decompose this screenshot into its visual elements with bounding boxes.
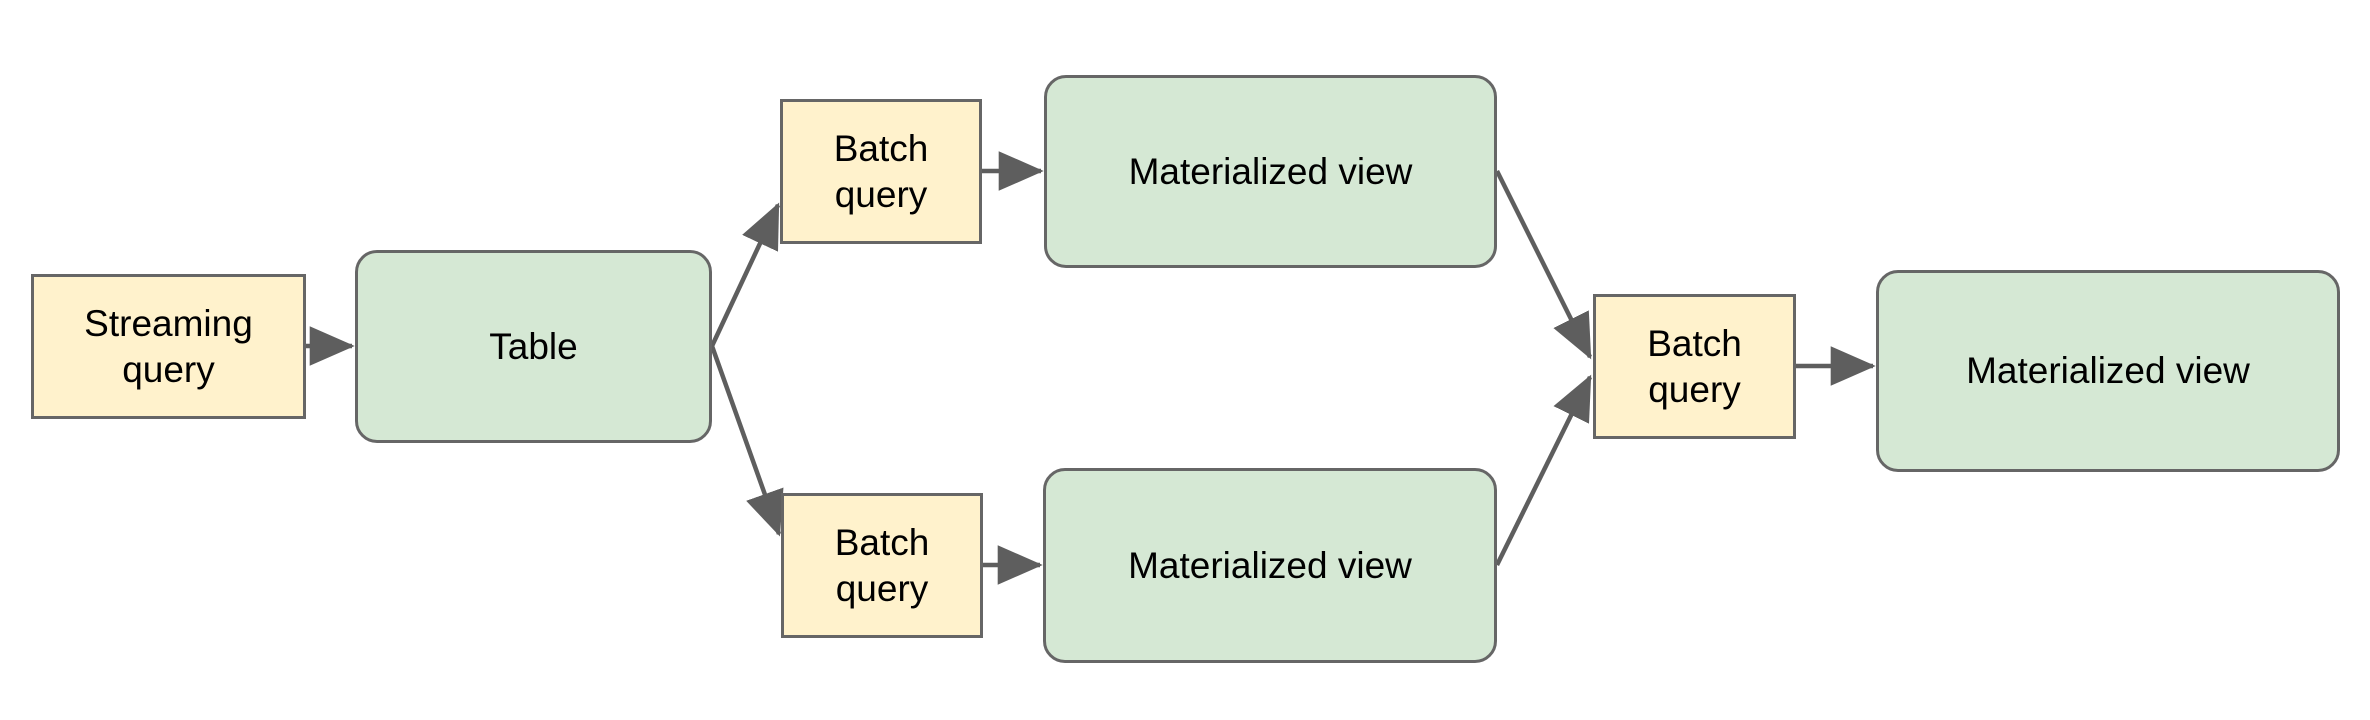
node-materialized-view-bottom[interactable]: Materialized view — [1043, 468, 1497, 663]
edge-mv-bottom-to-join — [1494, 374, 1593, 566]
node-table-label: Table — [489, 325, 578, 367]
node-materialized-view-final[interactable]: Materialized view — [1876, 270, 2340, 472]
edge-table-to-batch-bottom — [709, 345, 784, 537]
node-streaming-query-label: Streaming query — [84, 302, 253, 390]
node-batch-query-top-label: Batch query — [833, 127, 929, 215]
node-batch-query-top[interactable]: Batch query — [780, 99, 982, 244]
node-streaming-query[interactable]: Streaming query — [31, 274, 306, 419]
edge-table-to-batch-top — [709, 202, 781, 347]
node-batch-query-join-label: Batch query — [1647, 322, 1742, 410]
node-table[interactable]: Table — [355, 250, 712, 443]
node-materialized-view-top[interactable]: Materialized view — [1044, 75, 1497, 268]
node-materialized-view-final-label: Materialized view — [1966, 350, 2250, 392]
node-batch-query-join[interactable]: Batch query — [1593, 294, 1796, 439]
node-batch-query-bottom[interactable]: Batch query — [781, 493, 983, 638]
node-materialized-view-bottom-label: Materialized view — [1128, 544, 1412, 586]
edge-mv-top-to-join — [1494, 169, 1593, 360]
node-batch-query-bottom-label: Batch query — [834, 521, 930, 609]
node-materialized-view-top-label: Materialized view — [1128, 150, 1413, 192]
